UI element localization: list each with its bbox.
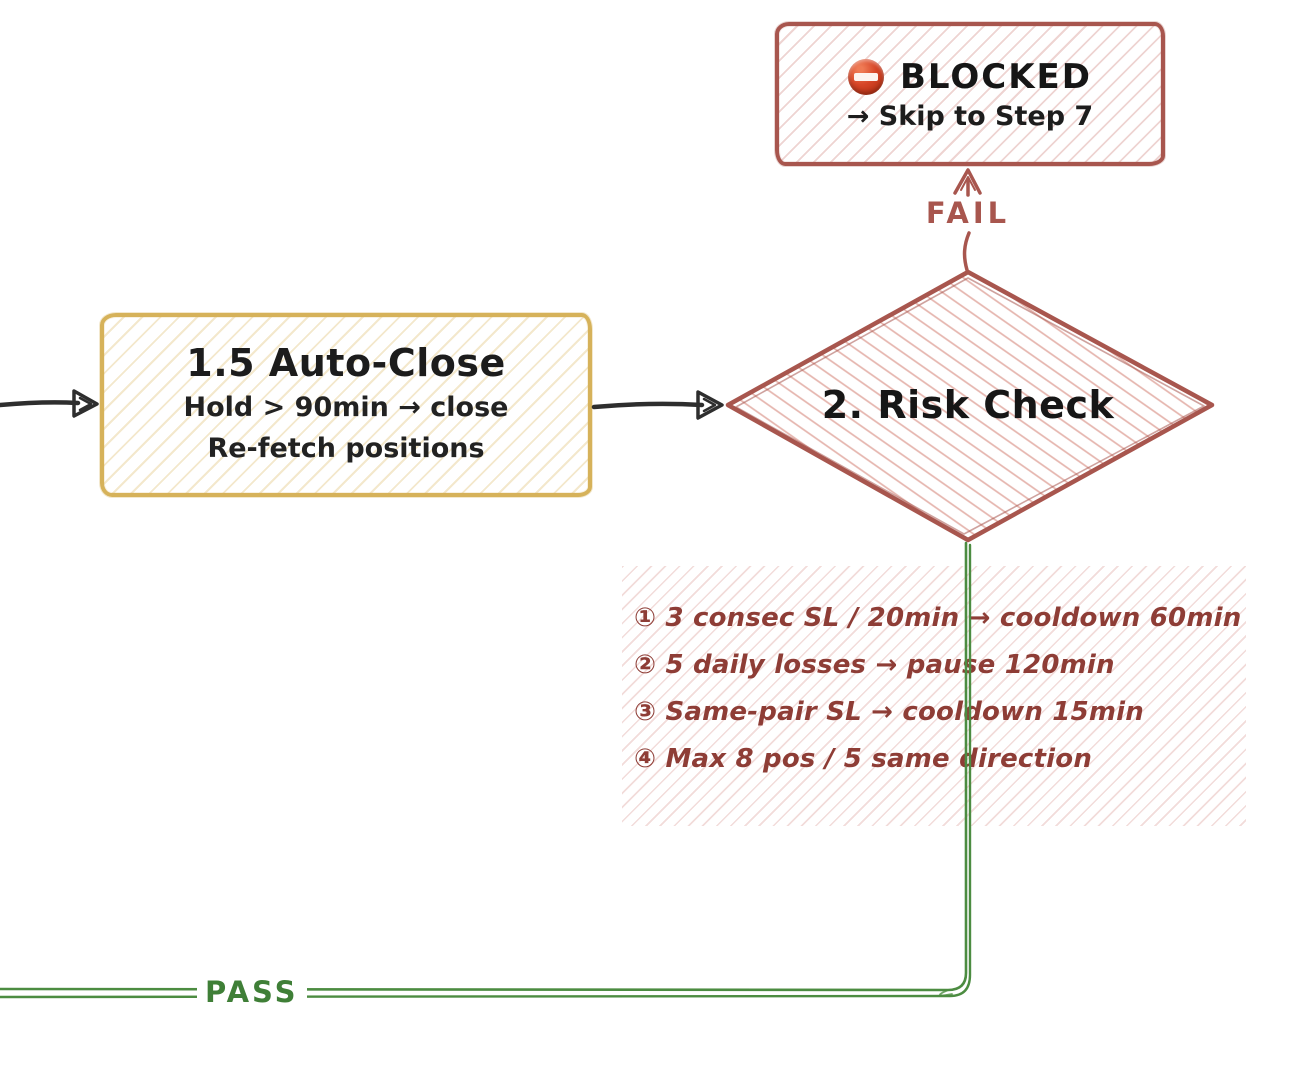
arrow-into-auto-close [0,389,99,418]
node-blocked: BLOCKED → Skip to Step 7 [775,22,1165,166]
rule-3: ③ Same-pair SL → cooldown 15min [634,696,1144,727]
arrow-auto-close-to-risk [591,390,724,420]
risk-check-title: 2. Risk Check [821,383,1115,427]
pass-edge-label: PASS [197,975,307,1009]
blocked-title-row: BLOCKED [847,56,1093,97]
auto-close-line1: Hold > 90min → close [183,391,509,423]
no-entry-icon [847,58,884,95]
blocked-title: BLOCKED [899,56,1093,97]
fail-edge-label: FAIL [925,196,1011,230]
blocked-subtitle: → Skip to Step 7 [846,100,1094,132]
rule-1: ① 3 consec SL / 20min → cooldown 60min [634,602,1242,633]
auto-close-line2: Re-fetch positions [207,432,485,464]
rule-2: ② 5 daily losses → pause 120min [634,649,1115,680]
auto-close-title: 1.5 Auto-Close [186,341,506,386]
risk-rules-panel: ① 3 consec SL / 20min → cooldown 60min ②… [622,566,1246,826]
node-auto-close: 1.5 Auto-Close Hold > 90min → close Re-f… [100,313,592,497]
rule-4: ④ Max 8 pos / 5 same direction [634,743,1093,774]
